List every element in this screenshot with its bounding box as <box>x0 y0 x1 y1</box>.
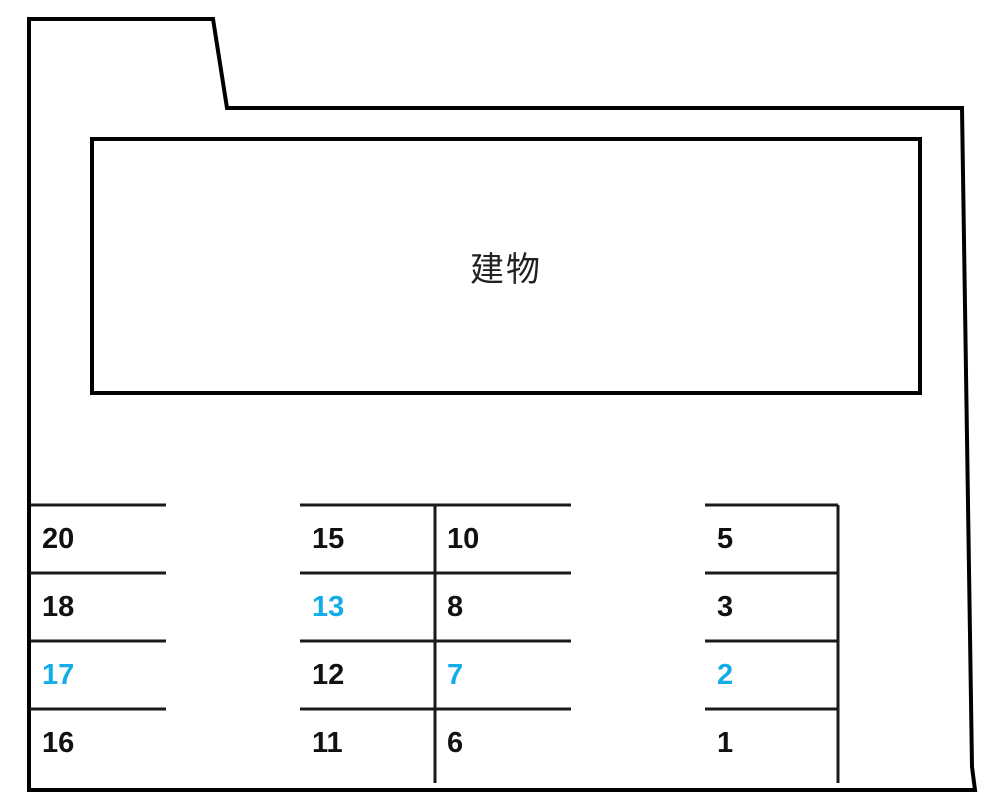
parking-stall-2[interactable]: 2 <box>717 658 734 691</box>
parking-stall-10[interactable]: 10 <box>447 522 480 555</box>
parking-stall-13[interactable]: 13 <box>312 590 345 623</box>
lot-boundary-outline <box>27 17 978 792</box>
parking-stall-15[interactable]: 15 <box>312 522 345 555</box>
parking-stall-11[interactable]: 11 <box>312 726 343 759</box>
parking-stall-16[interactable]: 16 <box>42 726 75 759</box>
parking-stall-20[interactable]: 20 <box>42 522 75 555</box>
parking-stall-12[interactable]: 12 <box>312 658 345 691</box>
parking-stall-18[interactable]: 18 <box>42 590 75 623</box>
parking-stall-6[interactable]: 6 <box>447 726 464 759</box>
stall-separator-lines <box>30 503 838 711</box>
building-label: 建物 <box>470 250 542 289</box>
building-footprint <box>90 137 922 395</box>
parking-stall-7[interactable]: 7 <box>447 658 464 691</box>
stall-column-dividers <box>433 505 840 783</box>
parking-stall-8[interactable]: 8 <box>447 590 464 623</box>
parking-stall-3[interactable]: 3 <box>717 590 734 623</box>
parking-stall-17[interactable]: 17 <box>42 658 75 691</box>
parking-stall-5[interactable]: 5 <box>717 522 734 555</box>
parking-stall-1[interactable]: 1 <box>717 726 734 759</box>
